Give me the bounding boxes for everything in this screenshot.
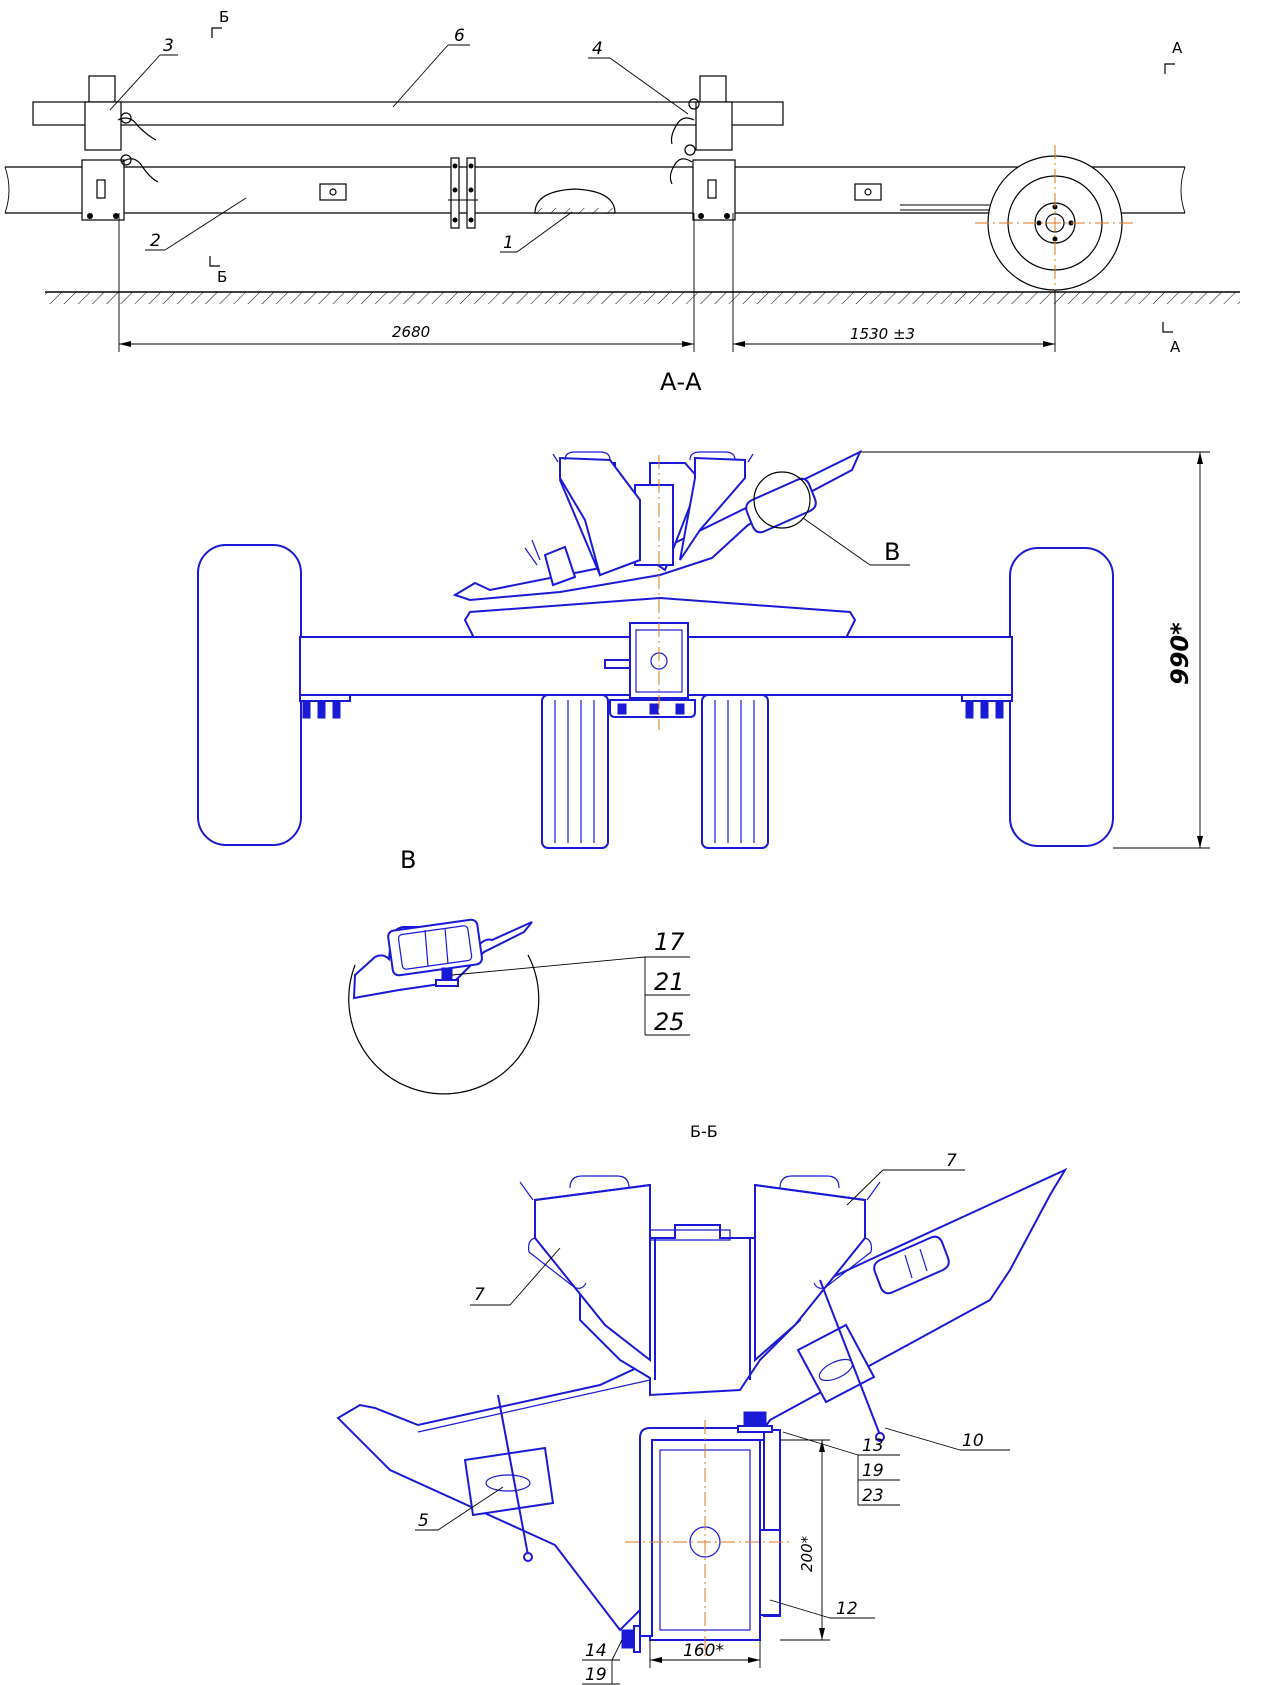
- detail-b-callout-17: 17: [654, 928, 685, 956]
- bolt-right-10: [796, 1279, 885, 1442]
- section-b-width-dim: [649, 1640, 761, 1668]
- bolt-left-5: [463, 1394, 555, 1562]
- section-b-title: Б-Б: [690, 1122, 718, 1141]
- frame-plate-left: [319, 183, 347, 201]
- upper-beam: [32, 101, 784, 126]
- section-b-plate-clamp: [873, 1235, 950, 1295]
- dimension-span-right: 1530 ±3: [850, 325, 915, 343]
- dimension-lines: [118, 213, 1056, 352]
- section-b-height-label: 200*: [798, 1535, 816, 1572]
- callout-5: 5: [418, 1511, 429, 1531]
- height-dimension-label: 990*: [1166, 622, 1194, 685]
- section-b-leaders: [415, 1169, 1010, 1685]
- bracket-left-7: [519, 1175, 651, 1363]
- beam-bolts-left: [299, 694, 351, 719]
- ground-line: [45, 291, 1240, 304]
- section-mark-a-bottom: А: [1162, 322, 1181, 356]
- callout-19-left: 19: [585, 1665, 607, 1685]
- beam-bolts-right: [961, 694, 1013, 719]
- callout-2: 2: [150, 231, 161, 251]
- callout-3: 3: [163, 36, 174, 56]
- callout-12: 12: [836, 1599, 858, 1619]
- callout-19-right: 19: [862, 1461, 884, 1481]
- box-clamp-12: [621, 1411, 790, 1660]
- callout-6: 6: [454, 26, 465, 46]
- section-b-height-dim: [780, 1439, 830, 1641]
- left-support: [81, 75, 159, 221]
- callout-4: 4: [592, 39, 603, 59]
- wheel-right: [1009, 547, 1114, 847]
- section-b-width-label: 160*: [683, 1641, 724, 1661]
- section-a-title: А-А: [660, 368, 702, 396]
- right-support: [669, 75, 736, 221]
- callout-13: 13: [862, 1436, 884, 1456]
- callout-10: 10: [962, 1431, 984, 1451]
- wheel-left: [197, 544, 302, 846]
- detail-b-title: В: [400, 846, 416, 874]
- dimension-span-left: 2680: [392, 323, 430, 341]
- callout-23-right: 23: [862, 1486, 884, 1506]
- svg-text:А: А: [1172, 39, 1183, 57]
- detail-b-callout-21: 21: [654, 968, 685, 996]
- section-mark-b-bottom: Б: [209, 256, 227, 286]
- wheel-side: [975, 145, 1135, 300]
- callout-1: 1: [503, 233, 514, 253]
- under-plate-bracket: [524, 539, 577, 587]
- callout-14: 14: [585, 1641, 607, 1661]
- svg-text:А: А: [1170, 338, 1181, 356]
- inner-tires: [541, 694, 769, 849]
- callout-7-left: 7: [474, 1285, 485, 1305]
- top-view: 2680 1530 ±3 Б Б А А 3 6 4 2: [4, 8, 1240, 356]
- flange-joint: [448, 157, 478, 229]
- callout-leaders-top: [109, 44, 689, 253]
- callout-7-right: 7: [946, 1151, 957, 1171]
- detail-b-callout: [451, 956, 690, 1036]
- upper-brackets: [552, 451, 754, 577]
- section-mark-b-top: Б: [211, 8, 229, 38]
- bracket-right-7: [754, 1175, 881, 1363]
- detail-ref-label: В: [884, 538, 900, 566]
- section-mark-a-top: А: [1164, 39, 1183, 74]
- height-dimension: [860, 451, 1210, 849]
- detail-ref-leader: [802, 517, 910, 566]
- plate-clamp: [745, 471, 817, 534]
- svg-text:Б: Б: [219, 8, 229, 26]
- detail-b-callout-25: 25: [654, 1008, 685, 1036]
- frame-plate-right: [854, 183, 882, 201]
- section-b-view: 200* 160* 7 7 10: [336, 1151, 1068, 1685]
- detail-b-view: [348, 918, 540, 1095]
- svg-text:Б: Б: [217, 268, 227, 286]
- frame-hump: [534, 188, 616, 214]
- section-a-view: 990* В: [197, 449, 1210, 849]
